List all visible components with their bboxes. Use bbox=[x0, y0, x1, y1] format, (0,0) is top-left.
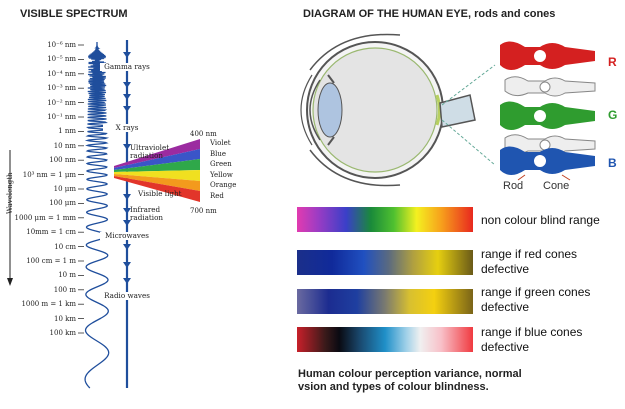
cone-letter-r: R bbox=[608, 55, 617, 69]
spectrum-arrowhead bbox=[123, 106, 131, 112]
wavelength-label: 10⁻⁵ nm bbox=[47, 55, 76, 64]
wavelength-ticks bbox=[78, 44, 84, 334]
spectrum-arrowhead bbox=[123, 262, 131, 268]
spectrum-title: VISIBLE SPECTRUM bbox=[20, 8, 128, 20]
red-cone bbox=[500, 41, 595, 70]
wavelength-label: 10 m bbox=[58, 271, 76, 280]
visible-color-label: Red bbox=[210, 191, 224, 200]
blue-defective-label: range if blue cones defective bbox=[481, 325, 583, 354]
wavelength-label: 1000 m = 1 km bbox=[21, 300, 76, 309]
spectrum-arrowhead bbox=[123, 278, 131, 284]
spectrum-arrowhead bbox=[123, 244, 131, 250]
cone-cells bbox=[500, 41, 596, 181]
figure-caption: Human colour perception variance, normal… bbox=[298, 368, 522, 393]
green-defective-bar bbox=[297, 289, 473, 314]
wavelength-label: 10⁻⁴ nm bbox=[47, 69, 76, 78]
wavelength-label: 10 cm bbox=[54, 242, 76, 251]
wavelength-label: 10mm = 1 cm bbox=[26, 228, 76, 237]
band-micro-label: Microwaves bbox=[100, 232, 154, 240]
spectrum-panel: 10⁻⁶ nm 10⁻⁵ nm 10⁻⁴ nm 10⁻³ nm 10⁻² nm 10⁻¹ … bbox=[0, 0, 290, 409]
wavelength-label: 100 m bbox=[53, 285, 76, 294]
visible-color-label: Blue bbox=[210, 149, 227, 158]
eye-title: DIAGRAM OF THE HUMAN EYE, rods and cones bbox=[303, 8, 556, 20]
normal-vision-label: non colour blind range bbox=[481, 213, 600, 227]
wavelength-label: 10 μm bbox=[53, 185, 76, 193]
wavelength-label: 1000 μm = 1 mm bbox=[14, 213, 77, 222]
wavelength-label: 10⁻⁶ nm bbox=[47, 41, 76, 49]
spectrum-arrowhead bbox=[123, 52, 131, 58]
eye-diagram bbox=[300, 33, 596, 187]
eyeball bbox=[300, 33, 496, 187]
green-cone bbox=[500, 101, 595, 130]
blue-defective-bar bbox=[297, 327, 473, 352]
cone-label: Cone bbox=[543, 180, 570, 192]
visible-color-label: Violet bbox=[210, 139, 231, 147]
red-rod bbox=[504, 76, 596, 97]
spectrum-arrowhead bbox=[123, 144, 131, 150]
band-xray-label: X rays bbox=[103, 124, 151, 132]
red-defective-bar bbox=[297, 250, 473, 275]
wavelength-label: 1 nm bbox=[58, 127, 76, 136]
rod-label: Rod bbox=[503, 180, 524, 192]
wavelength-label: 100 nm bbox=[49, 156, 76, 165]
wavelength-axis-arrowhead bbox=[7, 278, 13, 286]
normal-vision-bar bbox=[297, 207, 473, 232]
spectrum-arrowhead bbox=[123, 82, 131, 88]
electromagnetic-wave bbox=[84, 42, 110, 389]
nm-top-label: 400 nm bbox=[190, 130, 217, 138]
visible-color-label: Green bbox=[210, 160, 232, 168]
spectrum-arrowhead bbox=[123, 194, 131, 200]
wavelength-label: 10⁻¹ nm bbox=[47, 113, 76, 121]
wavelength-label: 10⁻³ nm bbox=[47, 84, 76, 93]
band-visible-label: Visible light bbox=[138, 189, 182, 198]
nm-bottom-label: 700 nm bbox=[190, 207, 217, 215]
band-uv-label: Ultraviolet radiation bbox=[130, 143, 170, 160]
band-gamma-label: Gamma rays bbox=[100, 63, 154, 71]
spectrum-arrowhead bbox=[123, 208, 131, 214]
spectrum-arrowhead bbox=[123, 94, 131, 100]
cone-letter-g: G bbox=[608, 108, 618, 122]
wavelength-label: 10 km bbox=[53, 314, 76, 323]
wavelength-label: 100 km bbox=[49, 329, 76, 337]
wavelength-label: 10 nm bbox=[53, 141, 76, 150]
cone-letter-b: B bbox=[608, 156, 617, 170]
visible-color-label: Yellow bbox=[210, 170, 233, 179]
wavelength-label: 100 cm = 1 m bbox=[26, 257, 76, 265]
spectrum-graphic bbox=[7, 40, 200, 389]
band-radio-label: Radio waves bbox=[100, 292, 154, 300]
blue-cone bbox=[500, 146, 595, 175]
wavelength-label: 10³ nm = 1 μm bbox=[22, 170, 76, 179]
visible-light-fan bbox=[114, 139, 200, 202]
wavelength-label: 100 μm bbox=[49, 199, 76, 208]
red-defective-label: range if red cones defective bbox=[481, 247, 578, 276]
green-defective-label: range if green cones defective bbox=[481, 285, 591, 314]
band-ir-label: Infrared radiation bbox=[130, 205, 164, 222]
spectrum-arrowhead bbox=[123, 220, 131, 226]
wavelength-label: 10⁻² nm bbox=[47, 98, 76, 107]
visible-color-label: Orange bbox=[210, 181, 237, 189]
